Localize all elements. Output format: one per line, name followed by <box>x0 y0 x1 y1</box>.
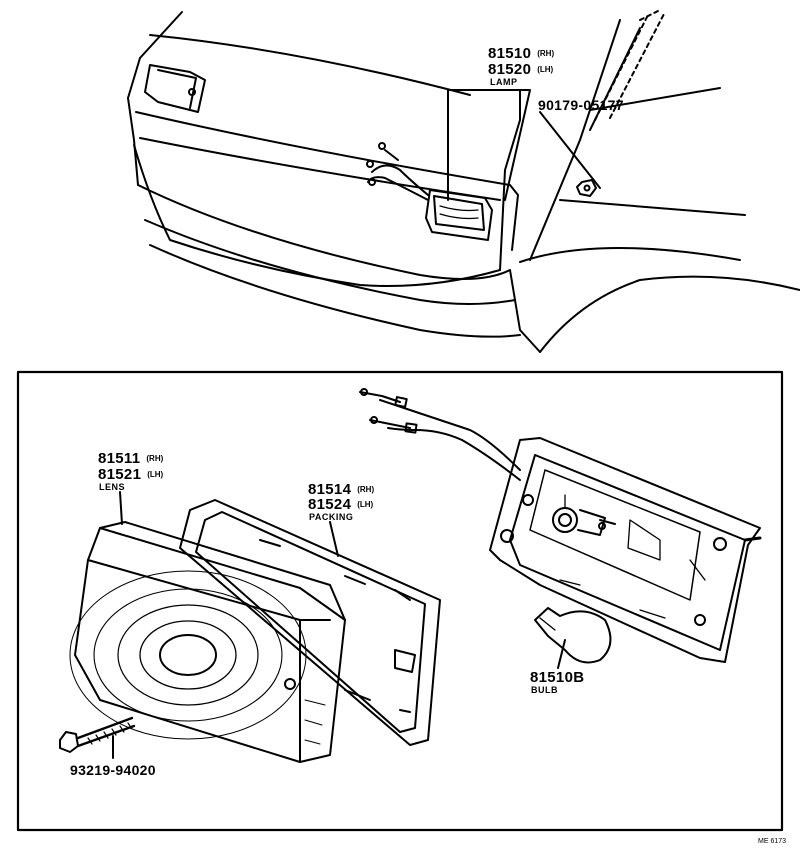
lamp-name: LAMP <box>490 77 518 87</box>
bulb-drawing <box>534 607 612 664</box>
lens-rh-callout: 81511 (RH) <box>98 451 163 467</box>
packing-lh-side: (LH) <box>357 500 374 509</box>
lens-lh-callout: 81521 (LH) <box>98 467 163 483</box>
lamp-lh-number: 81520 <box>488 61 532 78</box>
detail-frame <box>16 370 784 832</box>
bulb-name: BULB <box>531 685 558 695</box>
leader-lens <box>119 491 123 525</box>
vehicle-front-corner <box>127 9 800 353</box>
packing-name: PACKING <box>309 512 354 522</box>
lens-rh-side: (RH) <box>146 454 164 463</box>
figure-code: ME 6173 <box>758 838 787 845</box>
lamp-rh-callout: 81510 (RH) <box>488 46 554 62</box>
lamp-rh-number: 81510 <box>488 45 532 62</box>
bulb-number: 81510B <box>530 669 585 686</box>
bolt-number: 93219-94020 <box>70 762 156 778</box>
packing-rh-number: 81514 <box>308 481 352 498</box>
lamp-rh-side: (RH) <box>537 49 555 58</box>
bolt-drawing <box>59 716 136 753</box>
packing-drawing <box>179 499 441 746</box>
housing-drawing <box>359 388 762 663</box>
leader-bulb <box>557 639 566 669</box>
lens-rh-number: 81511 <box>98 450 141 467</box>
leader-packing <box>329 521 339 557</box>
packing-lh-callout: 81524 (LH) <box>308 497 373 513</box>
lens-lh-number: 81521 <box>98 466 142 483</box>
lamp-lh-side: (LH) <box>537 65 554 74</box>
packing-rh-side: (RH) <box>357 485 375 494</box>
packing-rh-callout: 81514 (RH) <box>308 482 374 498</box>
packing-lh-number: 81524 <box>308 496 352 513</box>
lens-name: LENS <box>99 482 126 492</box>
screw-number: 90179-05177 <box>538 97 624 113</box>
lamp-lh-callout: 81520 (LH) <box>488 62 553 78</box>
lens-lh-side: (LH) <box>147 470 164 479</box>
